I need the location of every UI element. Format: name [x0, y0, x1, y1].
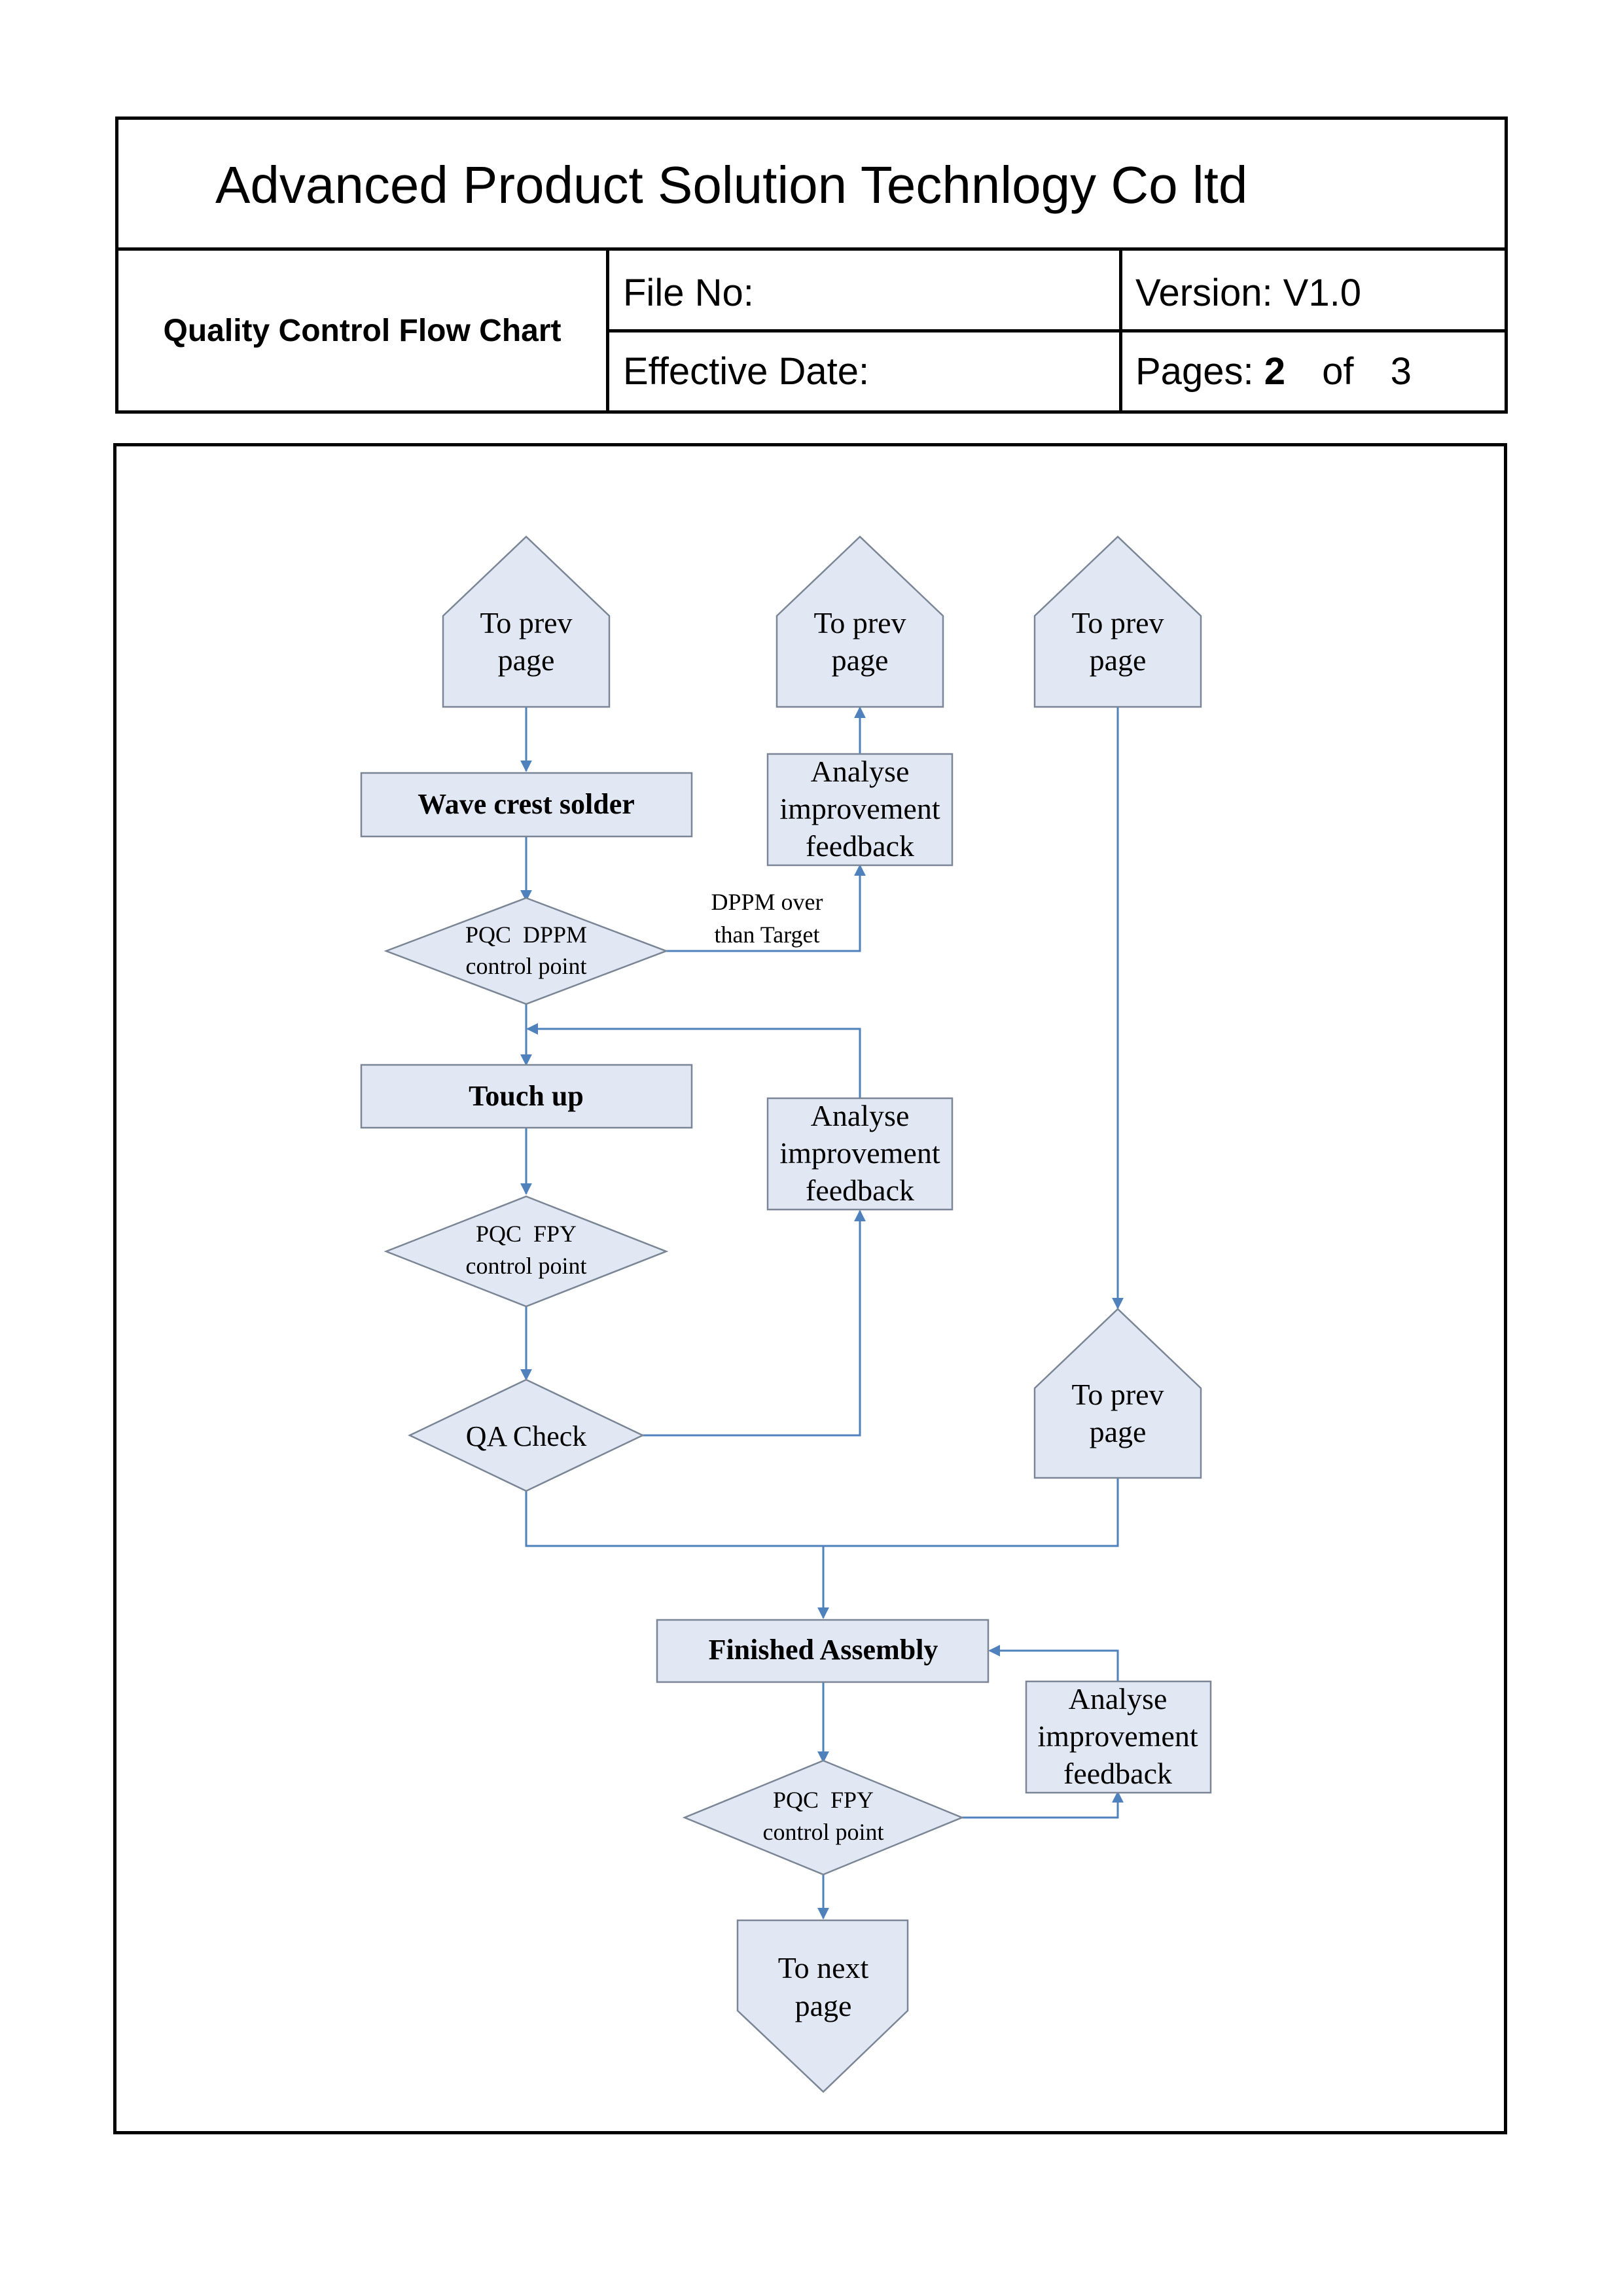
connector-arrow — [666, 864, 866, 952]
to-prev-page-connector — [442, 535, 611, 708]
finished-assembly-label: Finished Assembly — [709, 1634, 938, 1666]
pages-label: Pages: — [1135, 350, 1254, 393]
header-divider — [606, 329, 1505, 332]
connector-arrow — [526, 1023, 861, 1098]
touch-up-process — [360, 1064, 693, 1129]
header-divider — [118, 247, 1505, 251]
file-no-label: File No: — [623, 272, 754, 314]
pqc-fpy-decision — [383, 1195, 669, 1308]
effective-date-label: Effective Date: — [623, 350, 870, 393]
connector-arrow — [988, 1645, 1119, 1681]
version-label: Version: V1.0 — [1135, 272, 1361, 314]
pqc-fpy-decision — [682, 1759, 965, 1876]
to-prev-page-connector — [1033, 535, 1202, 708]
company-name: Advanced Product Solution Technlogy Co l… — [215, 156, 1248, 214]
document-title: Quality Control Flow Chart — [163, 313, 562, 348]
connector-arrow — [962, 1791, 1124, 1819]
pages-total: 3 — [1390, 350, 1412, 393]
qa-check-label: QA Check — [466, 1420, 587, 1452]
analyse-improvement-feedback-box — [766, 1097, 954, 1211]
qa-check-decision — [408, 1378, 645, 1492]
connector-line — [525, 1478, 1119, 1547]
to-next-page-connector — [736, 1919, 909, 2093]
wave-crest-solder-process — [360, 772, 693, 838]
to-prev-page-connector — [1033, 1308, 1202, 1479]
touch-up-label: Touch up — [469, 1080, 584, 1112]
to-prev-page-connector — [776, 535, 944, 708]
pages-current: 2 — [1264, 350, 1285, 393]
header-divider — [606, 247, 609, 410]
document-header: Advanced Product Solution Technlogy Co l… — [115, 117, 1508, 414]
pages-indicator: Pages: 2 of 3 — [1135, 336, 1412, 408]
finished-assembly-process — [656, 1619, 990, 1683]
pqc-dppm-decision — [383, 897, 669, 1005]
pages-of: of — [1322, 350, 1354, 393]
analyse-improvement-feedback-box — [766, 753, 954, 867]
analyse-improvement-feedback-box — [1025, 1680, 1212, 1794]
connector-arrow — [643, 1210, 866, 1437]
flowchart-frame — [113, 443, 1507, 2134]
wave-crest-solder-label: Wave crest solder — [418, 788, 635, 820]
header-divider — [1119, 247, 1122, 410]
